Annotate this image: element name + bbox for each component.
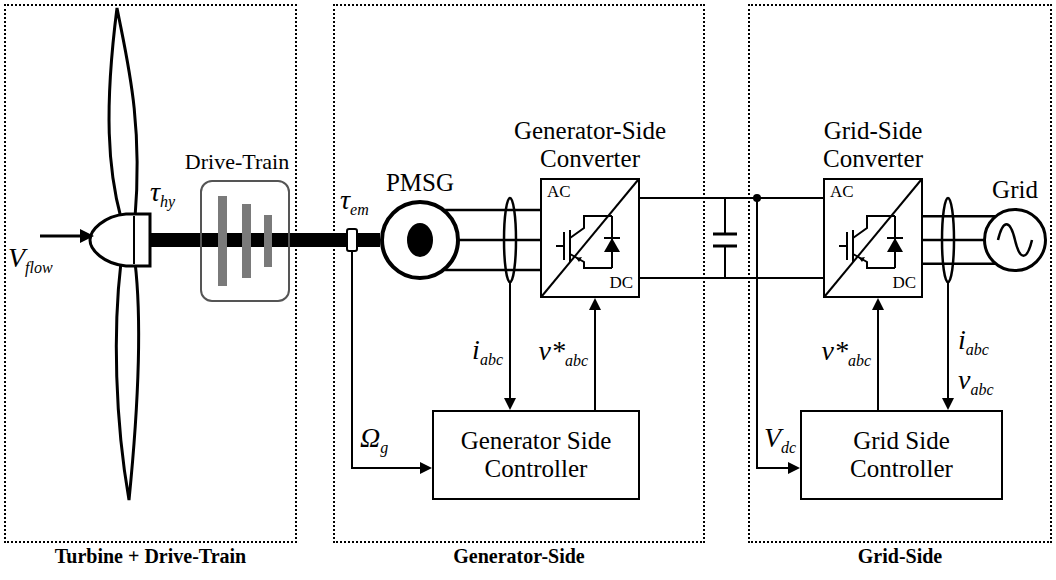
signal-label: iabc — [958, 326, 989, 358]
signal-label: vabc — [958, 366, 994, 398]
gearbox-symbol — [202, 182, 288, 300]
connector-line — [923, 215, 995, 218]
igbt-gate — [839, 232, 847, 260]
diode-symbol — [887, 238, 903, 252]
connector — [872, 298, 884, 410]
current-sensor — [942, 198, 954, 282]
controller-box: Generator Side Controller — [432, 410, 640, 500]
signal-label: Vdc — [764, 424, 796, 456]
igbt-emitter — [570, 254, 612, 268]
igbt-emitter — [853, 254, 895, 268]
arrow-head — [788, 462, 800, 474]
signal-label: τem — [340, 186, 369, 218]
region-label: Generator-Side — [453, 545, 584, 567]
current-signal-line — [509, 282, 511, 398]
port-label: AC — [547, 183, 571, 202]
capacitor-lead — [724, 198, 726, 278]
system-region: Grid-SideGrid-Side ConverterACDCGridGrid… — [748, 4, 1052, 543]
connector — [290, 240, 380, 241]
connector-line — [640, 277, 823, 279]
converter-diagonal — [542, 180, 638, 296]
connector-line — [445, 209, 540, 212]
component-label: PMSG — [386, 169, 454, 197]
component-label: Grid-Side Converter — [788, 117, 958, 172]
igbt-collector — [570, 216, 612, 238]
igbt-collector — [853, 216, 895, 238]
gear-bar — [264, 215, 272, 267]
hub-band — [133, 216, 135, 264]
current-sensor — [504, 198, 516, 282]
emitter-arrow — [859, 257, 865, 262]
controller-label: Generator Side Controller — [448, 427, 624, 483]
connector-line — [923, 262, 995, 265]
gear-bar — [218, 196, 227, 286]
generator-circle: PMSG — [380, 200, 460, 280]
connector-line — [877, 310, 879, 410]
drive-shaft — [290, 233, 380, 247]
component-label: Grid — [992, 176, 1038, 204]
arrow-head — [80, 229, 94, 243]
connector-line — [640, 197, 823, 199]
turbine-blade — [109, 8, 137, 218]
torque-sensor — [347, 229, 357, 251]
speed-signal-line — [352, 251, 420, 468]
port-label: DC — [892, 274, 916, 293]
arrow-head — [872, 298, 884, 310]
port-label: AC — [830, 183, 854, 202]
region-label: Turbine + Drive-Train — [55, 545, 246, 567]
connector-line — [594, 310, 596, 410]
signal-label: τhy — [150, 178, 175, 210]
sine-wave — [998, 224, 1032, 256]
emitter-arrow — [576, 257, 582, 262]
gear-bar — [242, 204, 251, 278]
turbine-shaft — [146, 233, 202, 247]
rotor-symbol — [384, 204, 456, 276]
arrow-head — [420, 462, 432, 474]
diode-symbol — [604, 238, 620, 252]
port-label: DC — [609, 274, 633, 293]
diode-bar — [887, 237, 903, 239]
arrow-head — [942, 398, 954, 410]
grid-signal-line — [947, 282, 949, 398]
connector — [589, 298, 601, 410]
turbine-blade — [116, 262, 138, 500]
connector-line — [445, 269, 540, 272]
arrow-head — [589, 298, 601, 310]
signal-label: v*abc — [538, 337, 588, 369]
turbine-hub — [90, 214, 150, 266]
signal-label: v*abc — [821, 337, 871, 369]
arrow-head — [504, 398, 516, 410]
igbt-gate — [556, 232, 564, 260]
igbt-channel — [852, 230, 854, 262]
rotor — [407, 223, 433, 257]
signal-label: iabc — [472, 336, 503, 368]
component-label: Generator-Side Converter — [505, 117, 675, 172]
controller-box: Grid Side Controller — [800, 410, 1003, 500]
connector — [640, 198, 823, 278]
grid-source-circle: Grid — [983, 208, 1047, 272]
igbt-channel — [569, 230, 571, 262]
drive-train-box: Drive-Train — [200, 180, 290, 302]
region-label: Grid-Side — [858, 545, 942, 567]
system-region: Generator-SidePMSGGenerator-Side Convert… — [333, 4, 705, 543]
converter-box: Grid-Side ConverterACDC — [823, 178, 923, 298]
converter-diagonal — [825, 180, 921, 296]
signal-label: Ωg — [360, 424, 388, 456]
connector-line — [459, 239, 540, 242]
diode-bar — [604, 237, 620, 239]
converter-box: Generator-Side ConverterACDC — [540, 178, 640, 298]
controller-label: Grid Side Controller — [816, 427, 987, 483]
signal-label: Vflow — [8, 244, 53, 276]
capacitor-symbol — [713, 234, 737, 246]
flow-arrow — [40, 235, 82, 238]
ac-source-symbol — [986, 211, 1044, 269]
component-label: Drive-Train — [185, 150, 289, 174]
